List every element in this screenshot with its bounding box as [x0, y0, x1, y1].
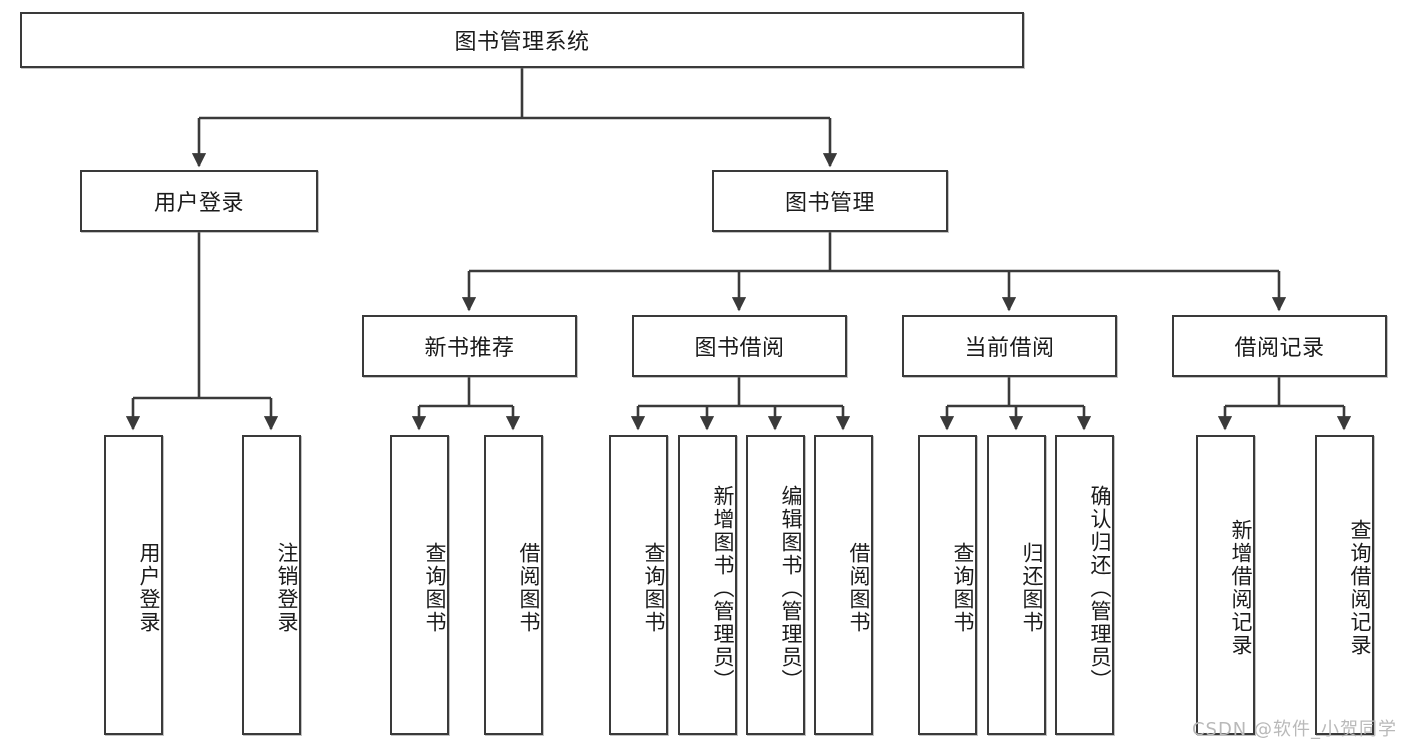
node-label: 用户登录	[153, 191, 244, 216]
node-label: 图书管理	[784, 191, 875, 216]
node-label: 新增借阅记录	[1229, 519, 1253, 657]
node-leaf-query-book-3[interactable]: 查询图书	[918, 435, 977, 735]
node-label: 用户登录	[137, 542, 161, 634]
node-label: 图书借阅	[694, 336, 785, 361]
node-label: 确认归还（管理员）	[1088, 484, 1112, 692]
node-label: 当前借阅	[964, 336, 1055, 361]
node-leaf-user-login[interactable]: 用户登录	[104, 435, 163, 735]
node-user-login[interactable]: 用户登录	[80, 170, 318, 232]
node-leaf-borrow-book-1[interactable]: 借阅图书	[484, 435, 543, 735]
node-current-borrow[interactable]: 当前借阅	[902, 315, 1117, 377]
node-leaf-borrow-book-2[interactable]: 借阅图书	[814, 435, 873, 735]
node-leaf-query-book-2[interactable]: 查询图书	[609, 435, 668, 735]
node-book-manage[interactable]: 图书管理	[712, 170, 948, 232]
node-book-borrow[interactable]: 图书借阅	[632, 315, 847, 377]
node-leaf-return-book[interactable]: 归还图书	[987, 435, 1046, 735]
node-root-book-management-system[interactable]: 图书管理系统	[20, 12, 1024, 68]
node-label: 新增图书（管理员）	[711, 484, 735, 692]
node-leaf-logout-login[interactable]: 注销登录	[242, 435, 301, 735]
node-leaf-add-book[interactable]: 新增图书（管理员）	[678, 435, 737, 735]
watermark-text: CSDN @软件_小贺同学	[1191, 719, 1397, 740]
node-label: 查询图书	[642, 542, 666, 634]
node-leaf-confirm-return[interactable]: 确认归还（管理员）	[1055, 435, 1114, 735]
node-label: 注销登录	[275, 542, 299, 634]
node-leaf-add-record[interactable]: 新增借阅记录	[1196, 435, 1255, 735]
node-borrow-record[interactable]: 借阅记录	[1172, 315, 1387, 377]
node-label: 新书推荐	[424, 336, 515, 361]
node-label: 归还图书	[1020, 542, 1044, 634]
node-new-book-recommend[interactable]: 新书推荐	[362, 315, 577, 377]
node-leaf-edit-book[interactable]: 编辑图书（管理员）	[746, 435, 805, 735]
node-label: 借阅图书	[847, 542, 871, 634]
node-label: 借阅记录	[1234, 336, 1325, 361]
node-leaf-query-record[interactable]: 查询借阅记录	[1315, 435, 1374, 735]
node-label: 借阅图书	[517, 542, 541, 634]
node-label: 查询借阅记录	[1348, 519, 1372, 657]
node-label: 编辑图书（管理员）	[779, 484, 803, 692]
node-leaf-query-book-1[interactable]: 查询图书	[390, 435, 449, 735]
node-label: 查询图书	[423, 542, 447, 634]
node-label: 图书管理系统	[454, 30, 590, 55]
node-label: 查询图书	[951, 542, 975, 634]
